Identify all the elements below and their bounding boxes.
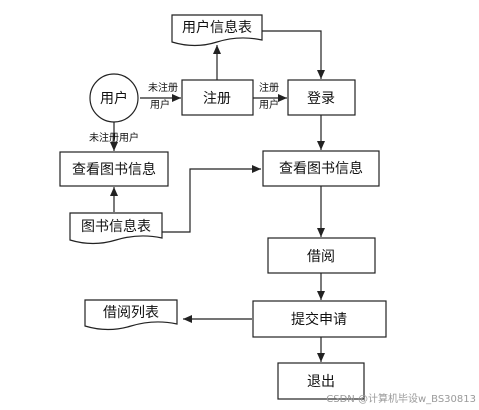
register-node-label: 注册 [203,91,231,107]
submit-request-node: 提交申请 [252,300,387,338]
user-info-table-label: 用户信息表 [182,19,252,36]
borrow-list-node: 借阅列表 [84,299,178,331]
view-books-left-node: 查看图书信息 [59,151,169,187]
borrow-node-label: 借阅 [307,249,335,265]
user-info-table-node: 用户信息表 [171,14,263,47]
book-info-table-node: 图书信息表 [69,212,163,245]
login-node-label: 登录 [307,91,335,107]
watermark: CSDN @计算机毕设w_BS30813 [326,392,476,405]
edge-label-unregistered-2: 用户 [150,98,170,111]
view-books-left-label: 查看图书信息 [72,161,156,178]
submit-request-label: 提交申请 [291,311,347,328]
exit-node-label: 退出 [307,374,335,390]
edge-book-info-table-to-view-books-main [162,165,261,233]
exit-node: 退出 [277,362,365,400]
edge-label-registered-2: 用户 [259,98,279,111]
edge-user-info-table-to-login [262,30,325,79]
borrow-node: 借阅 [267,237,376,274]
edge-label-registered-1: 注册 [259,81,279,94]
view-books-main-node: 查看图书信息 [262,150,380,187]
user-node: 用户 [89,73,139,123]
edge-label-unregistered-user: 未注册用户 [89,131,139,144]
edge-label-unregistered-1: 未注册 [148,81,178,94]
login-node: 登录 [287,79,356,116]
edges [110,30,325,362]
view-books-main-label: 查看图书信息 [279,160,363,177]
user-node-label: 用户 [100,90,128,107]
borrow-list-label: 借阅列表 [103,305,159,321]
register-node: 注册 [181,79,254,116]
book-info-table-label: 图书信息表 [81,218,151,235]
